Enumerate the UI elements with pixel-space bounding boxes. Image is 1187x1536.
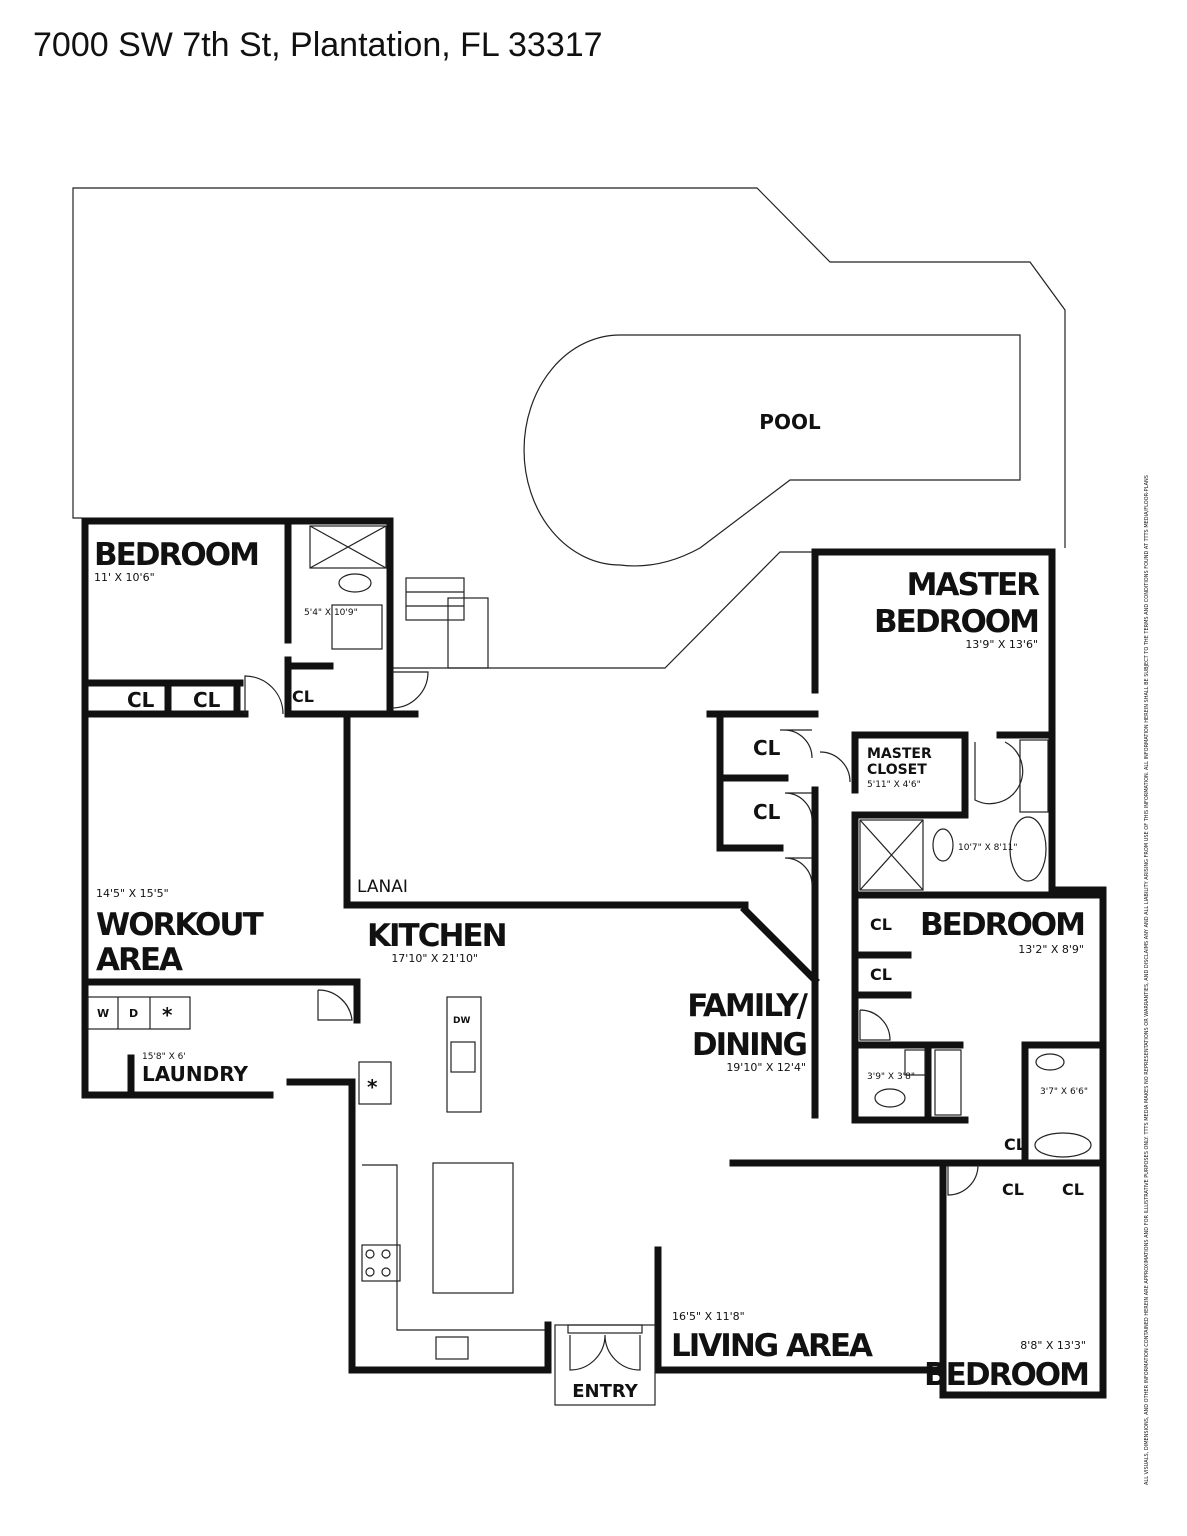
entry-label: ENTRY [572,1381,639,1402]
kitchen-dims: 17'10" X 21'10" [391,952,478,965]
workout-label-2: AREA [96,942,183,978]
lanai-deck-outline [390,551,812,669]
living-label: LIVING AREA [671,1328,873,1364]
closet-label: CL [193,688,221,712]
patio-outline [72,187,1066,548]
closet-label: CL [870,965,892,984]
closet-label: CL [1004,1135,1026,1154]
master-bath-dims: 10'7" X 8'11" [958,843,1017,853]
bedroom-e-label: BEDROOM [920,907,1084,943]
laundry-dims: 15'8" X 6' [142,1052,186,1062]
master-bedroom-dims: 13'9" X 13'6" [965,638,1038,651]
kitchen-heater-label: * [367,1075,378,1099]
family-dining-label-1: FAMILY/ [687,988,808,1024]
lanai-label: LANAI [357,877,408,897]
bedroom-nw-dims: 11' X 10'6" [94,571,155,584]
master-closet-label-1: MASTER [867,746,932,762]
master-closet-label-2: CLOSET [867,762,927,778]
closet-label: CL [292,687,314,706]
bath-nw-dims: 5'4" X 10'9" [304,608,358,618]
half-bath-dims: 3'9" X 3'8" [867,1072,915,1082]
workout-label-1: WORKOUT [96,907,264,943]
closet-label: CL [1002,1180,1024,1199]
family-dining-dims: 19'10" X 12'4" [726,1061,806,1074]
laundry-label: LAUNDRY [142,1062,248,1086]
bedroom-se-dims: 8'8" X 13'3" [1020,1339,1086,1352]
bath-e-dims: 3'7" X 6'6" [1040,1087,1088,1097]
workout-dims: 14'5" X 15'5" [96,887,169,900]
washer-label: W [97,1007,109,1020]
pool [523,334,1021,567]
pool-label: POOL [759,410,821,434]
bedroom-se-label: BEDROOM [924,1357,1088,1393]
walls [81,517,1107,1399]
kitchen-label: KITCHEN [367,918,506,954]
fixtures [87,525,1092,1406]
property-address-title: 7000 SW 7th St, Plantation, FL 33317 [33,26,603,64]
closet-label: CL [753,736,781,760]
master-bedroom-label-1: MASTER [907,567,1040,603]
pool-steps [405,577,489,669]
living-dims: 16'5" X 11'8" [672,1310,745,1323]
closet-label: CL [127,688,155,712]
closet-label: CL [753,800,781,824]
master-closet-dims: 5'11" X 4'6" [867,780,921,790]
closet-label: CL [1062,1180,1084,1199]
dishwasher-label: DW [453,1016,470,1026]
bedroom-nw-label: BEDROOM [94,537,258,573]
closet-label: CL [870,915,892,934]
disclaimer: ALL VISUALS, DIMENSIONS, AND OTHER INFOR… [1144,475,1150,1485]
family-dining-label-2: DINING [692,1027,807,1063]
bedroom-e-dims: 13'2" X 8'9" [1018,943,1084,956]
dryer-label: D [129,1007,138,1020]
master-bedroom-label-2: BEDROOM [874,604,1038,640]
water-heater-label: * [162,1003,173,1027]
